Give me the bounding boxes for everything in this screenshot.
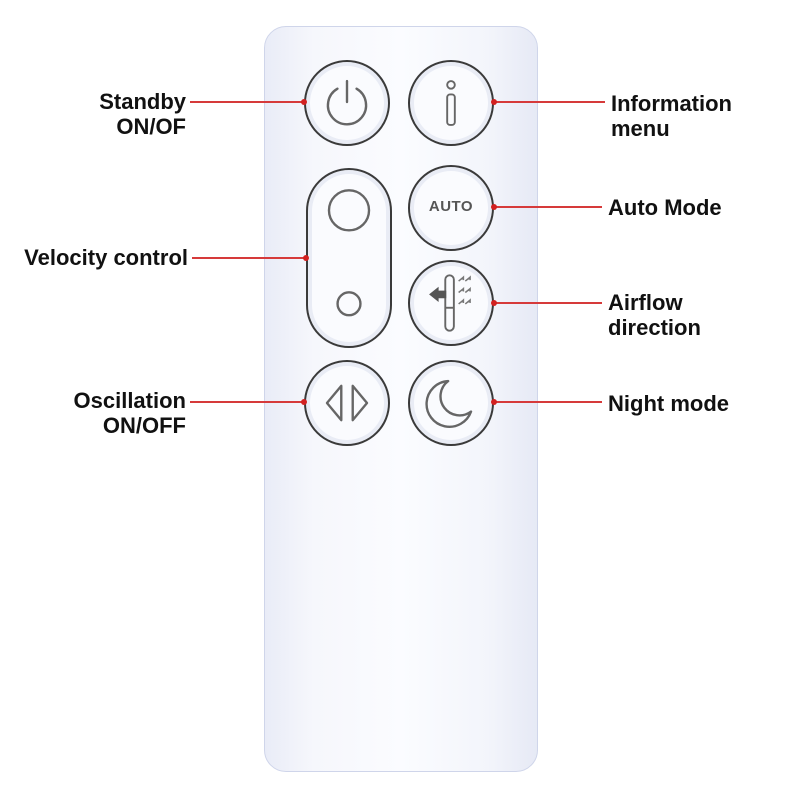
velocity-label: Velocity control	[24, 245, 188, 270]
standby-button[interactable]	[304, 60, 390, 146]
information-button[interactable]	[408, 60, 494, 146]
airflow-leader-dot	[491, 300, 497, 306]
information-label: Information menu	[611, 91, 732, 141]
oscillation-button[interactable]	[304, 360, 390, 446]
airflow-direction-button[interactable]	[408, 260, 494, 346]
standby-leader-line	[190, 101, 304, 103]
velocity-leader-line	[192, 257, 306, 259]
auto-mode-label: Auto Mode	[608, 195, 722, 220]
oscillation-label: Oscillation ON/OFF	[73, 388, 186, 438]
power-icon	[326, 79, 368, 126]
night-mode-leader-line	[494, 401, 602, 403]
night-mode-label: Night mode	[608, 391, 729, 416]
standby-label: Standby ON/OF	[99, 89, 186, 139]
oscillation-leader-dot	[301, 399, 307, 405]
oscillation-arrows-icon	[325, 384, 369, 422]
standby-leader-dot	[301, 99, 307, 105]
speed-circles-icon	[327, 189, 371, 317]
auto-button-label: AUTO	[428, 198, 474, 215]
velocity-control-button[interactable]	[306, 168, 392, 348]
information-leader-dot	[491, 99, 497, 105]
auto-mode-leader-dot	[491, 204, 497, 210]
auto-mode-leader-line	[494, 206, 602, 208]
airflow-direction-icon	[429, 274, 471, 332]
crescent-moon-icon	[425, 379, 473, 428]
info-icon	[446, 80, 456, 126]
oscillation-leader-line	[190, 401, 304, 403]
night-mode-leader-dot	[491, 399, 497, 405]
airflow-label: Airflow direction	[608, 290, 701, 340]
velocity-leader-dot	[303, 255, 309, 261]
information-leader-line	[494, 101, 605, 103]
airflow-leader-line	[494, 302, 602, 304]
auto-mode-button[interactable]: AUTO	[408, 165, 494, 251]
night-mode-button[interactable]	[408, 360, 494, 446]
